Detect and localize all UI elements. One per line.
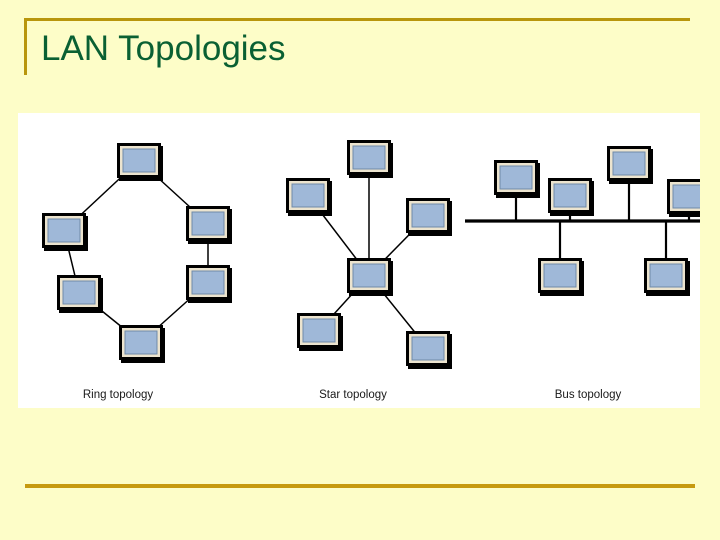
star-node-lower-right xyxy=(405,330,453,370)
ring-node-upper-left xyxy=(41,212,89,252)
ring-node-top xyxy=(116,142,164,182)
star-node-lower-left xyxy=(296,312,344,352)
bus-node-top-2 xyxy=(547,177,595,217)
computer-nodes-layer xyxy=(41,139,700,370)
star-node-upper-right xyxy=(405,197,453,237)
ring-node-lower-right xyxy=(185,264,233,304)
bus-node-bottom-2 xyxy=(643,257,691,297)
ring-caption: Ring topology xyxy=(83,389,154,401)
panel-captions-layer: Ring topology Star topology Bus topology xyxy=(83,389,622,401)
ring-node-bottom xyxy=(118,324,166,364)
bottom-rule xyxy=(25,484,695,488)
star-hub-node xyxy=(346,257,394,297)
star-node-top xyxy=(346,139,394,179)
bus-caption: Bus topology xyxy=(555,389,622,401)
connection-lines-layer xyxy=(63,157,700,349)
title-left-rule xyxy=(24,18,27,75)
star-caption: Star topology xyxy=(319,389,387,401)
topology-diagram-svg: Ring topology Star topology Bus topology xyxy=(41,139,700,401)
bus-node-bottom-1 xyxy=(537,257,585,297)
bus-node-top-4 xyxy=(666,178,700,218)
bus-node-top-3 xyxy=(606,145,654,185)
ring-node-lower-left xyxy=(56,274,104,314)
bus-node-top-1 xyxy=(493,159,541,199)
topology-diagram-panel: Ring topology Star topology Bus topology xyxy=(18,113,700,408)
title-block: LAN Topologies xyxy=(24,18,690,80)
title-top-rule xyxy=(24,18,690,21)
ring-node-upper-right xyxy=(185,205,233,245)
page-title: LAN Topologies xyxy=(41,29,286,68)
star-node-upper-left xyxy=(285,177,333,217)
